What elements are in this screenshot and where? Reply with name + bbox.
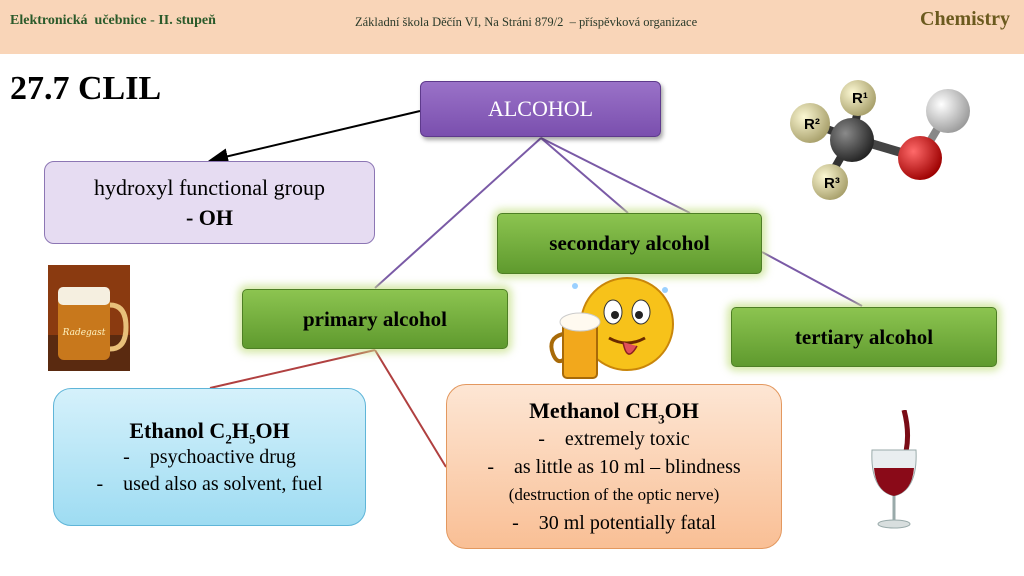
beer-glass-label: Radegast [62,328,106,338]
slide-title: 27.7 CLIL [10,70,162,107]
primary-alcohol-box: primary alcohol [242,289,508,349]
methanol-title: Methanol CH3OH [529,397,699,426]
hydroxyl-box: hydroxyl functional group - OH [44,161,375,244]
secondary-alcohol-box: secondary alcohol [497,213,762,274]
slide-header: Elektronická učebnice - II. stupeň Zákla… [0,0,1024,54]
beer-glass-image: Radegast [48,265,130,371]
hydroxyl-line2: - OH [185,204,234,230]
methanol-item: (destruction of the optic nerve) [508,484,720,504]
ethanol-item: - psychoactive drug [123,445,296,468]
methanol-box: Methanol CH3OH - extremely toxic - as li… [446,384,782,549]
hydroxyl-line1: hydroxyl functional group [94,174,325,200]
arrow-to-hydroxyl [208,110,421,165]
header-subject: Chemistry [920,8,1010,30]
header-textbook-title: Elektronická učebnice - II. stupeň [10,13,216,28]
alcohol-box: ALCOHOL [420,81,661,137]
ethanol-title: Ethanol C2H5OH [129,417,290,446]
methanol-item: - as little as 10 ml – blindness [487,455,741,478]
methanol-item: - 30 ml potentially fatal [512,511,716,534]
line-alcohol-tertiary-b [761,251,863,307]
molecule-model-image: R² R¹ R³ [790,80,970,200]
ethanol-item: - used also as solvent, fuel [96,472,323,495]
line-primary-ethanol [209,349,376,389]
tertiary-alcohol-label: tertiary alcohol [794,324,934,349]
molecule-r2-label: R² [804,116,820,133]
tertiary-alcohol-box: tertiary alcohol [731,307,997,367]
line-alcohol-primary [374,137,542,289]
header-school-name: Základní škola Děčín VI, Na Stráni 879/2… [355,15,698,29]
secondary-alcohol-label: secondary alcohol [549,231,710,255]
line-alcohol-secondary [540,137,629,214]
methanol-item: - extremely toxic [538,427,690,450]
primary-alcohol-label: primary alcohol [302,306,448,331]
wine-glass-image [871,410,917,529]
molecule-r3-label: R³ [824,175,840,192]
ethanol-box: Ethanol C2H5OH - psychoactive drug - use… [53,388,366,526]
alcohol-label: ALCOHOL [487,96,594,121]
smiley-beer-icon [549,277,674,379]
line-alcohol-tertiary-a [540,137,691,214]
molecule-r1-label: R¹ [852,90,868,107]
line-primary-methanol [374,349,447,468]
